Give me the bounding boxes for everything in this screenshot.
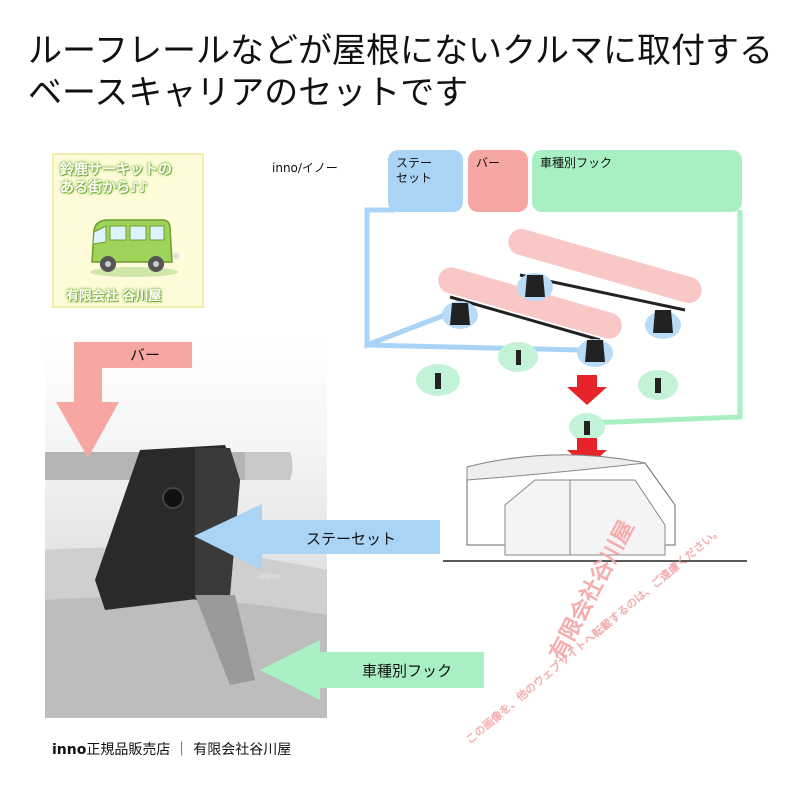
category-hook: 車種別フック (532, 150, 742, 212)
stay-connector-line (364, 207, 446, 349)
category-hook-label: 車種別フック (540, 156, 613, 170)
page-headline: ルーフレールなどが屋根にないクルマに取付する ベースキャリアのセットです (28, 30, 773, 114)
roof-carrier-diagram (364, 207, 747, 562)
bar-front (449, 295, 601, 342)
stay-callout-label: ステーセット (306, 530, 397, 548)
hook-connector-line (586, 210, 743, 426)
headline-line-1: ルーフレールなどが屋根にないクルマに取付する (28, 31, 773, 71)
stay-3 (585, 340, 605, 362)
minivan-illustration (90, 219, 179, 277)
stay-2 (450, 303, 470, 325)
hook-callout-label: 車種別フック (362, 662, 453, 680)
store-badge: 鈴鹿サーキットの ある街から♪♪ 有限会社 谷川屋 (52, 153, 204, 308)
bar-highlight-front (438, 267, 622, 339)
hook-arrow (260, 640, 484, 700)
stay-4 (653, 310, 673, 333)
bar-highlight-rear (508, 229, 702, 303)
brand-label: inno/イノー (272, 161, 338, 175)
down-arrow-2 (567, 438, 607, 468)
hook-2 (516, 350, 521, 365)
category-stay-set: ステー セット (388, 150, 463, 212)
category-bar: バー (468, 150, 528, 212)
badge-slogan-line-1: 鈴鹿サーキットの (60, 162, 172, 178)
hook-photo (195, 595, 255, 685)
hook-1 (435, 373, 441, 389)
badge-shop-name: 有限会社 谷川屋 (66, 289, 162, 304)
hook-3 (655, 378, 661, 393)
footer-text: 正規品販売店 ｜ 有限会社谷川屋 (86, 742, 292, 758)
product-photo-drawing (45, 445, 327, 718)
bar-arrow (56, 342, 192, 458)
down-arrow-1 (567, 375, 607, 405)
category-bar-label: バー (476, 156, 501, 170)
headline-line-2: ベースキャリアのセットです (28, 73, 469, 113)
category-stay-label: ステー セット (396, 156, 433, 185)
stay-arrow (194, 504, 440, 570)
product-mark: inno (258, 572, 281, 582)
stay-1 (525, 275, 545, 297)
badge-slogan: 鈴鹿サーキットの ある街から♪♪ (60, 161, 172, 197)
hook-4 (584, 421, 590, 435)
footer-brand: inno (52, 742, 87, 758)
footer-credit: inno正規品販売店 ｜ 有限会社谷川屋 (52, 739, 291, 759)
bar-callout-label: バー (130, 346, 161, 364)
badge-slogan-line-2: ある街から♪♪ (60, 180, 148, 196)
